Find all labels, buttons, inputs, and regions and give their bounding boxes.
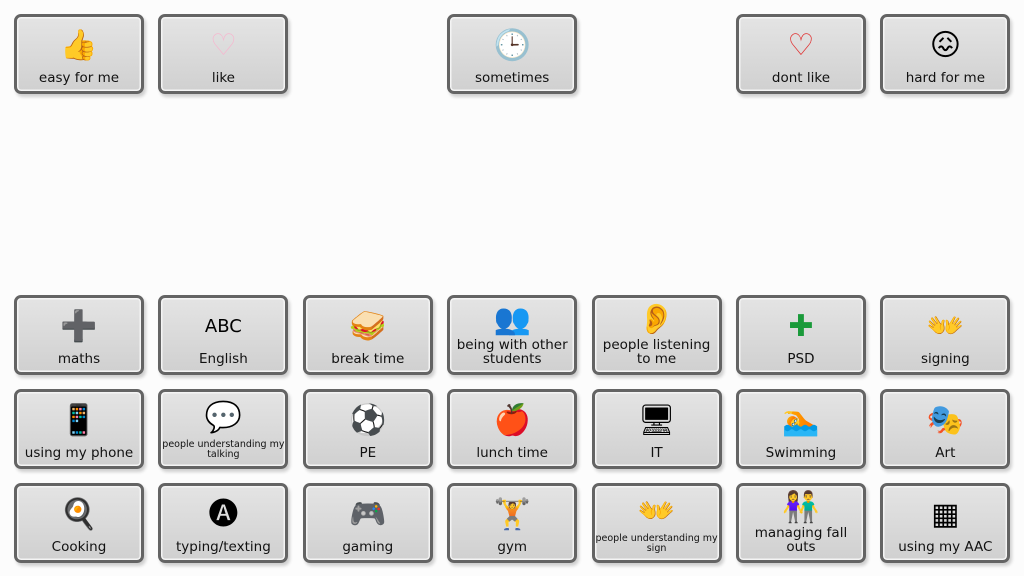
game-console-icon: 🎮 <box>349 497 387 532</box>
art-button[interactable]: 🎭 Art <box>880 389 1011 469</box>
button-label: signing <box>920 351 970 367</box>
gaming-button[interactable]: 🎮 gaming <box>302 483 433 563</box>
arguing-people-icon: 👫 <box>782 490 820 525</box>
button-label: Cooking <box>51 539 107 555</box>
button-label: people understanding my sign <box>595 533 718 554</box>
using-my-aac-button[interactable]: ▦ using my AAC <box>880 483 1011 563</box>
maths-button[interactable]: ➕ maths <box>14 295 144 375</box>
heart-icon: ♡ <box>209 28 237 63</box>
psd-button[interactable]: ✚ PSD <box>735 295 866 375</box>
ear-icon: 👂 <box>637 302 676 337</box>
it-button[interactable]: 🖥 IT <box>591 389 722 469</box>
talking-faces-icon: 💬 <box>204 400 243 435</box>
sometimes-button[interactable]: 🕒 sometimes <box>447 14 578 94</box>
button-label: people understanding my talking <box>162 439 285 460</box>
button-label: English <box>199 351 248 367</box>
button-label: using my phone <box>24 445 134 461</box>
gym-button[interactable]: 🏋 gym <box>447 483 578 563</box>
computer-icon: 🖥 <box>637 403 676 438</box>
lunch-icon: 🍎 <box>493 403 531 438</box>
like-button[interactable]: ♡ like <box>158 14 289 94</box>
people-understanding-my-sign-button[interactable]: 👐 people understanding my sign <box>591 483 722 563</box>
button-label: maths <box>57 351 101 367</box>
swimming-button[interactable]: 🏊 Swimming <box>735 389 866 469</box>
pe-button[interactable]: ⚽ PE <box>302 389 433 469</box>
button-label: sometimes <box>475 70 550 86</box>
aac-device-icon: ▦ <box>931 497 960 532</box>
button-label: PSD <box>787 351 815 367</box>
button-label: break time <box>331 351 405 367</box>
button-label: gaming <box>342 539 394 555</box>
dont-like-button[interactable]: ♡ dont like <box>735 14 866 94</box>
signing-hands-icon: 👐 <box>926 309 965 344</box>
button-label: managing fall outs <box>754 525 848 555</box>
managing-fall-outs-button[interactable]: 👫managing fall outs <box>735 483 866 563</box>
phone-icon: 📱 <box>60 403 98 438</box>
confused-face-icon: 😖 <box>929 28 961 63</box>
thumbs-up-face-icon: 👍 <box>60 28 98 63</box>
sports-equipment-icon: ⚽ <box>349 403 387 438</box>
people-understanding-my-talking-button[interactable]: 💬 people understanding my talking <box>158 389 289 469</box>
button-label: dont like <box>771 70 831 86</box>
psd-icon: ✚ <box>788 309 814 344</box>
button-row: 📱 using my phone 💬 people understanding my … <box>14 389 1011 469</box>
button-label: Art <box>935 445 956 461</box>
button-label: being with other students <box>456 337 568 367</box>
button-row: 🍳 Cooking 🅐typing/texting 🎮 gaming 🏋 gym 👐 peopl… <box>14 483 1011 563</box>
people-listening-to-me-button[interactable]: 👂people listening to me <box>591 295 722 375</box>
break-time-button[interactable]: 🥪 break time <box>302 295 433 375</box>
button-row: 👍 easy for me ♡ like 🕒 sometimes ♡ dont like 😖 ha… <box>14 14 1011 94</box>
button-label: easy for me <box>38 70 120 86</box>
button-label: gym <box>497 539 528 555</box>
button-label: lunch time <box>476 445 548 461</box>
button-label: IT <box>650 445 663 461</box>
typing-texting-button[interactable]: 🅐typing/texting <box>158 483 289 563</box>
classroom-icon: 👥 <box>493 302 531 337</box>
swimmer-icon: 🏊 <box>782 403 820 438</box>
english-button[interactable]: ABC English <box>158 295 289 375</box>
button-label: typing/texting <box>175 539 271 555</box>
button-row: ➕ maths ABC English 🥪 break time 👥being with o… <box>14 295 1011 375</box>
signing-button[interactable]: 👐 signing <box>880 295 1011 375</box>
clock-question-icon: 🕒 <box>493 28 531 63</box>
lunch-time-button[interactable]: 🍎 lunch time <box>447 389 578 469</box>
cooking-button[interactable]: 🍳 Cooking <box>14 483 144 563</box>
button-label: hard for me <box>905 70 985 86</box>
using-my-phone-button[interactable]: 📱 using my phone <box>14 389 144 469</box>
button-label: people listening to me <box>602 337 711 367</box>
easy-for-me-button[interactable]: 👍 easy for me <box>14 14 144 94</box>
art-mask-icon: 🎭 <box>926 403 965 438</box>
crossed-heart-icon: ♡ <box>787 28 815 63</box>
hard-for-me-button[interactable]: 😖 hard for me <box>880 14 1011 94</box>
button-label: using my AAC <box>898 539 993 555</box>
abc-icon: ABC <box>204 316 242 337</box>
speech-bubble-a-icon: 🅐 <box>208 497 239 532</box>
button-label: PE <box>359 445 377 461</box>
being-with-other-students-button[interactable]: 👥being with other students <box>447 295 578 375</box>
signing-hands-icon: 👐 <box>637 494 676 529</box>
button-label: like <box>211 70 235 86</box>
snack-clock-icon: 🥪 <box>349 309 387 344</box>
cooking-icon: 🍳 <box>60 497 98 532</box>
addition-sum-icon: ➕ <box>60 309 98 344</box>
button-label: Swimming <box>765 445 837 461</box>
gym-icon: 🏋 <box>493 497 531 532</box>
